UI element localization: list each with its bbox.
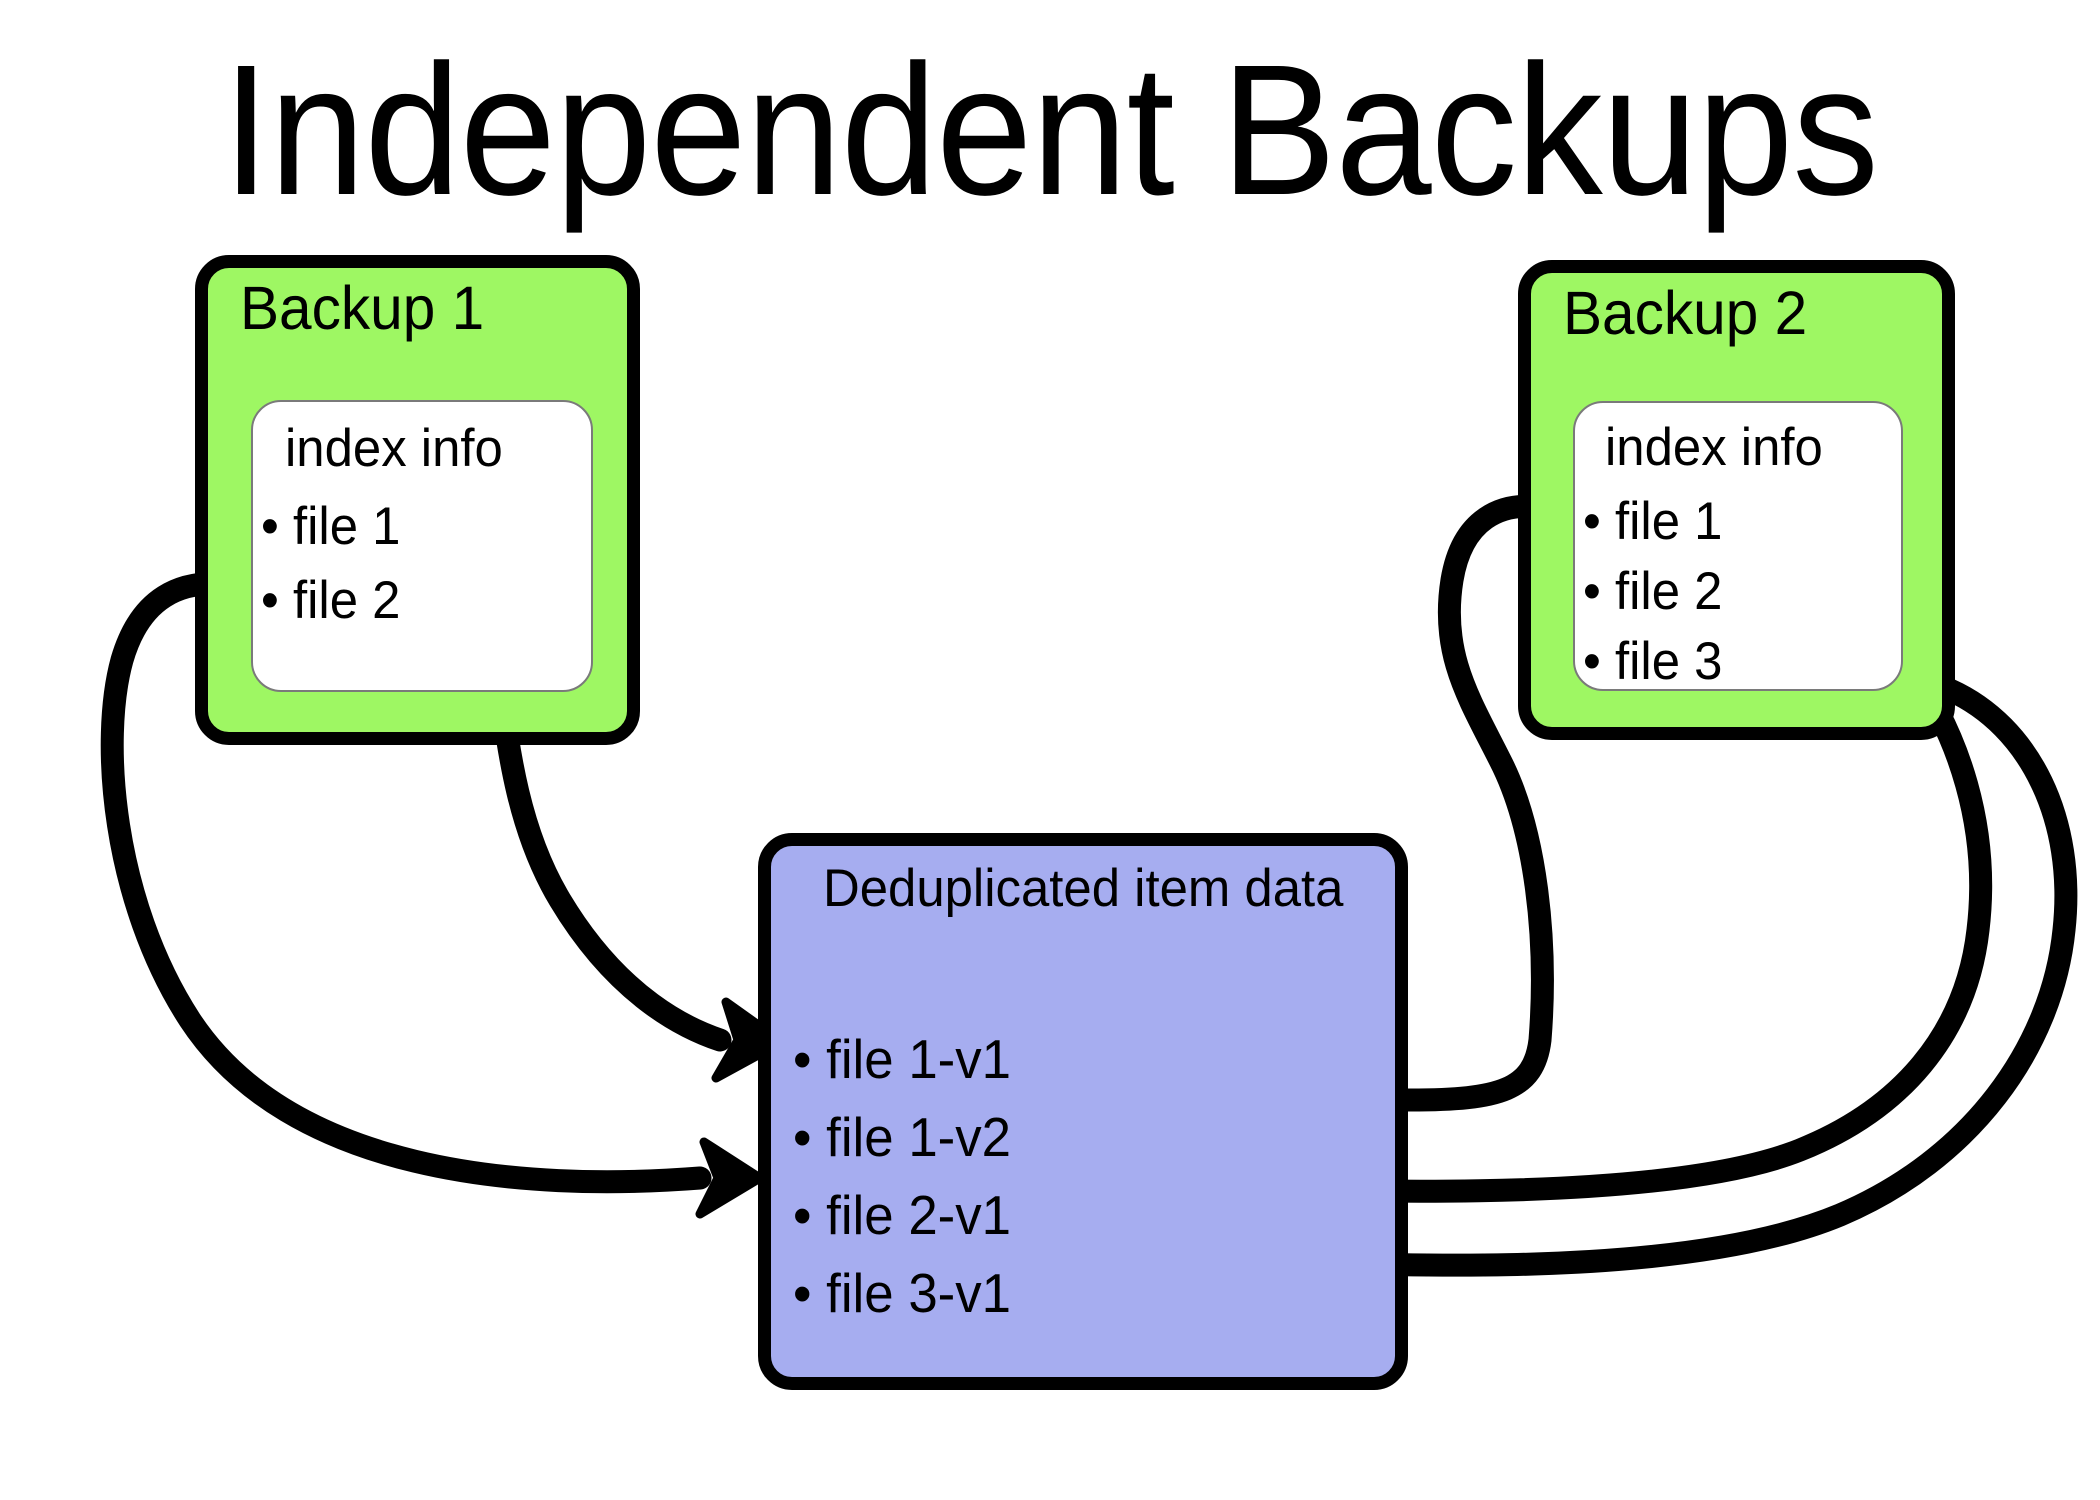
backup-2-file-3[interactable]: • file 3: [1583, 632, 1723, 691]
dedupe-item-file-1-v2[interactable]: • file 1-v2: [793, 1106, 1012, 1168]
backup-1-title: Backup 1: [240, 274, 485, 342]
backup-2-file-1[interactable]: • file 1: [1583, 492, 1723, 551]
backup-2-title: Backup 2: [1563, 279, 1808, 347]
backup-1-file-2[interactable]: • file 2: [261, 571, 401, 630]
backup-2-index-heading: index info: [1605, 418, 1823, 477]
dedupe-item-file-1-v1[interactable]: • file 1-v1: [793, 1028, 1012, 1090]
dedupe-title: Deduplicated item data: [823, 859, 1344, 918]
backup-1-index-heading: index info: [285, 419, 503, 478]
page-title: Independent Backups: [222, 27, 1879, 234]
deduplicated-item-data-card[interactable]: Deduplicated item data • file 1-v1 • fil…: [758, 833, 1408, 1390]
backup-1-card[interactable]: Backup 1 index info • file 1 • file 2: [195, 255, 640, 745]
backup-2-index-panel: index info • file 1 • file 2 • file 3: [1573, 401, 1903, 691]
backup-2-card[interactable]: Backup 2 index info • file 1 • file 2 • …: [1518, 260, 1955, 740]
backup-1-file-1[interactable]: • file 1: [261, 497, 401, 556]
dedupe-item-file-3-v1[interactable]: • file 3-v1: [793, 1262, 1012, 1324]
backup-1-index-panel: index info • file 1 • file 2: [251, 400, 593, 692]
backup-2-file-2[interactable]: • file 2: [1583, 562, 1723, 621]
dedupe-item-file-2-v1[interactable]: • file 2-v1: [793, 1184, 1012, 1246]
